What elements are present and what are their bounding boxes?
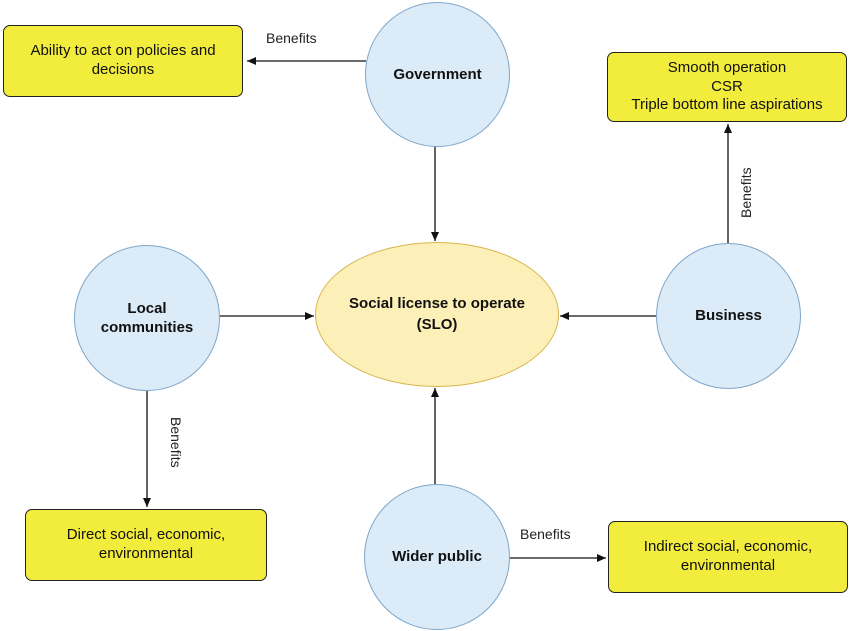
edge-label-wider-public: Benefits bbox=[520, 526, 571, 542]
benefit-box-business-text: Smooth operation CSR Triple bottom line … bbox=[631, 58, 823, 114]
benefit-box-wider-public: Indirect social, economic, environmental bbox=[608, 521, 848, 593]
node-business: Business bbox=[656, 243, 801, 389]
edge-label-government: Benefits bbox=[266, 30, 317, 46]
node-government-label: Government bbox=[393, 65, 482, 83]
benefit-box-wider-public-text: Indirect social, economic, environmental bbox=[643, 538, 813, 574]
benefit-box-local-communities-text: Direct social, economic, environmental bbox=[66, 526, 226, 562]
node-local-communities-label: Local communities bbox=[100, 299, 194, 337]
benefit-box-government-text: Ability to act on policies and decisions bbox=[30, 42, 216, 78]
node-local-communities: Local communities bbox=[74, 245, 220, 391]
benefit-box-local-communities: Direct social, economic, environmental bbox=[25, 509, 267, 581]
edge-label-local-communities: Benefits bbox=[168, 417, 184, 468]
node-slo-label: Social license to operate (SLO) bbox=[349, 295, 525, 333]
node-slo: Social license to operate (SLO) bbox=[315, 242, 559, 387]
benefit-box-government: Ability to act on policies and decisions bbox=[3, 25, 243, 97]
node-business-label: Business bbox=[695, 307, 762, 325]
edge-label-business: Benefits bbox=[738, 167, 754, 218]
node-government: Government bbox=[365, 2, 510, 147]
node-wider-public-label: Wider public bbox=[392, 548, 482, 566]
benefit-box-business: Smooth operation CSR Triple bottom line … bbox=[607, 52, 847, 122]
node-wider-public: Wider public bbox=[364, 484, 510, 630]
